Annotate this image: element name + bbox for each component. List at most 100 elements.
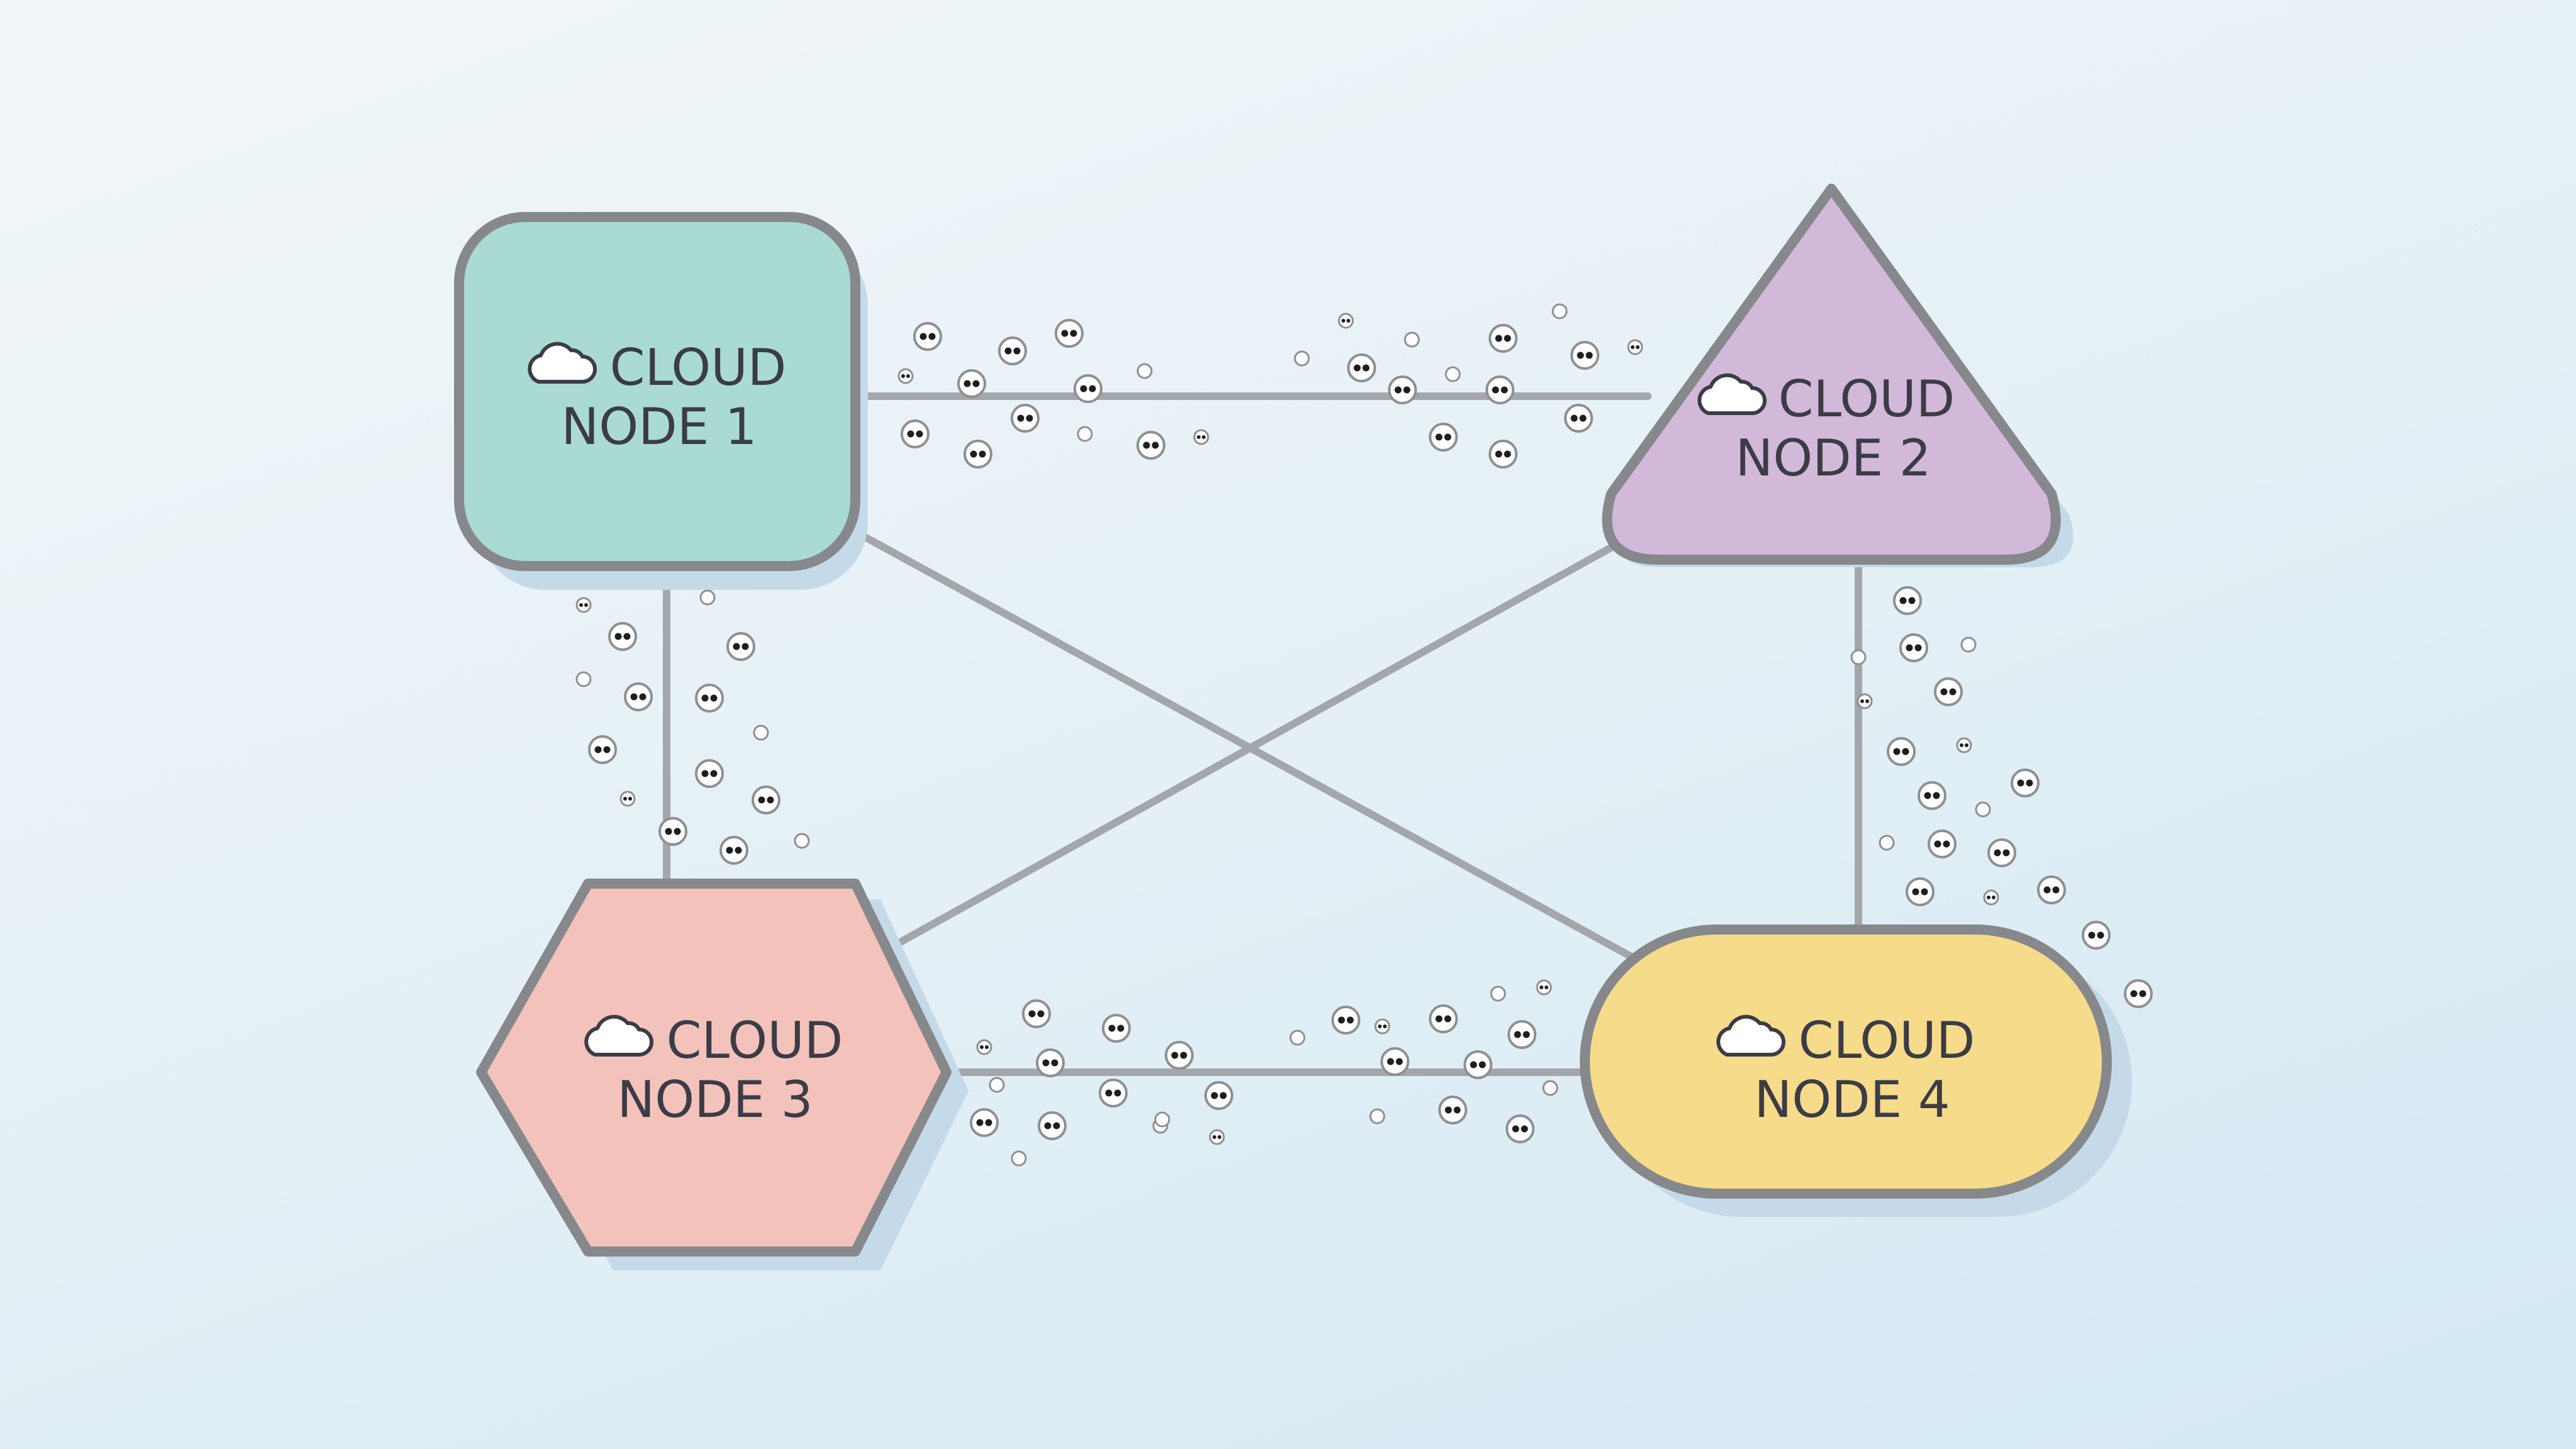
particle-creature xyxy=(753,724,769,741)
particle-creature xyxy=(695,759,724,788)
particle-creature xyxy=(752,786,780,814)
particle-creature xyxy=(970,1108,999,1137)
particle-creature xyxy=(1570,341,1599,370)
node-3-label-line1: CLOUD xyxy=(667,1011,843,1070)
particle-creature xyxy=(1956,737,1972,753)
particle-creature xyxy=(2082,921,2111,950)
particle-creature xyxy=(1136,363,1153,379)
particle-creature xyxy=(1331,1006,1360,1035)
particle-creature xyxy=(1934,677,1963,706)
particle-creature xyxy=(1627,339,1643,355)
particle-creature xyxy=(1404,331,1420,348)
particle-creature xyxy=(658,817,687,846)
particle-creature xyxy=(1347,353,1376,382)
particle-creature xyxy=(1011,1150,1027,1167)
particle-creature xyxy=(1022,999,1051,1028)
particle-creature xyxy=(1289,1030,1306,1046)
particle-creature xyxy=(1506,1114,1535,1143)
particle-creature xyxy=(1193,429,1209,445)
node-1-label-line1: CLOUD xyxy=(610,338,787,397)
node-1-label-line2: NODE 1 xyxy=(561,397,757,456)
particle-creature xyxy=(1893,586,1922,615)
particle-creature xyxy=(989,1077,1005,1093)
particle-creature xyxy=(1077,426,1093,442)
particle-creature xyxy=(624,682,653,711)
node-4-shape xyxy=(1580,924,2112,1199)
particle-creature xyxy=(1960,636,1977,653)
particle-creature xyxy=(1552,303,1568,319)
particle-creature xyxy=(1165,1041,1194,1070)
particle-creature xyxy=(1369,1108,1385,1124)
particle-creature xyxy=(719,836,748,865)
particle-creature xyxy=(2124,979,2153,1008)
particle-creature xyxy=(1380,1047,1409,1076)
particle-creature xyxy=(1038,1111,1067,1140)
node-4-label-line2: NODE 4 xyxy=(1754,1070,1950,1129)
node-2-label-line1: CLOUD xyxy=(1779,370,1955,428)
particle-creature xyxy=(1463,1050,1492,1079)
node-3-shape xyxy=(476,879,952,1257)
particle-creature xyxy=(1987,838,2016,867)
particle-creature xyxy=(1099,1079,1128,1108)
node-4[interactable]: CLOUD NODE 4 xyxy=(1580,924,2132,1217)
node-3[interactable]: CLOUD NODE 3 xyxy=(476,879,969,1270)
particle-creature xyxy=(1489,324,1518,353)
particle-creature xyxy=(1490,985,1506,1002)
particle-creature xyxy=(1887,737,1916,766)
particle-creature xyxy=(1850,649,1867,665)
particle-creature xyxy=(1879,835,1895,851)
particle-creature xyxy=(1983,889,1999,906)
particle-creature xyxy=(1338,313,1354,329)
particle-creature xyxy=(1374,1018,1391,1035)
particle-creature xyxy=(1036,1048,1065,1077)
particle-creature xyxy=(1294,350,1310,367)
particle-creature xyxy=(913,322,942,351)
particle-creature xyxy=(1136,431,1165,460)
particle-creature xyxy=(1906,877,1935,906)
particle-creature xyxy=(1564,404,1593,433)
particle-creature xyxy=(588,735,617,764)
particle-creature xyxy=(1011,404,1040,433)
particle-creature xyxy=(998,336,1027,365)
node-2-shape xyxy=(1602,184,2061,565)
particle-creature xyxy=(976,1039,992,1055)
particle-creature xyxy=(699,589,716,606)
node-3-label-line2: NODE 3 xyxy=(617,1070,813,1129)
particle-creature xyxy=(1438,1096,1467,1124)
particle-creature xyxy=(1485,375,1514,404)
edge-node2-node3 xyxy=(883,534,1633,953)
particle-creature xyxy=(1507,1020,1536,1049)
particle-creature xyxy=(897,368,914,384)
node-1[interactable]: CLOUD NODE 1 xyxy=(454,212,868,590)
particle-creature xyxy=(1055,319,1084,348)
particle-creature xyxy=(1918,781,1946,810)
particle-creature xyxy=(1857,693,1873,709)
particle-creature xyxy=(1429,1004,1458,1033)
particle-creature xyxy=(1429,423,1458,452)
particle-creature xyxy=(1209,1129,1225,1145)
particle-creature xyxy=(1542,1080,1558,1096)
particle-creature xyxy=(1074,374,1102,403)
data-particles xyxy=(575,303,2153,1167)
node-1-shape xyxy=(454,212,860,571)
particle-creature xyxy=(619,791,636,807)
particle-creature xyxy=(901,419,930,448)
particle-creature xyxy=(726,632,755,661)
particle-creature xyxy=(2011,769,2040,797)
particle-creature xyxy=(794,833,810,849)
node-2[interactable]: CLOUD NODE 2 xyxy=(1602,184,2074,567)
particle-creature xyxy=(1975,801,1991,818)
node-2-label-line2: NODE 2 xyxy=(1735,429,1931,487)
particle-creature xyxy=(2037,875,2066,904)
edge-node1-node4 xyxy=(845,525,1645,966)
particle-creature xyxy=(1102,1014,1131,1043)
particle-creature xyxy=(1928,830,1957,858)
particle-creature xyxy=(695,684,724,713)
particle-creature xyxy=(608,622,637,651)
particle-creature xyxy=(1489,440,1518,469)
particle-creature xyxy=(1536,979,1552,996)
particle-creature xyxy=(1154,1111,1170,1128)
particle-creature xyxy=(963,440,992,469)
particle-creature xyxy=(1388,375,1417,404)
